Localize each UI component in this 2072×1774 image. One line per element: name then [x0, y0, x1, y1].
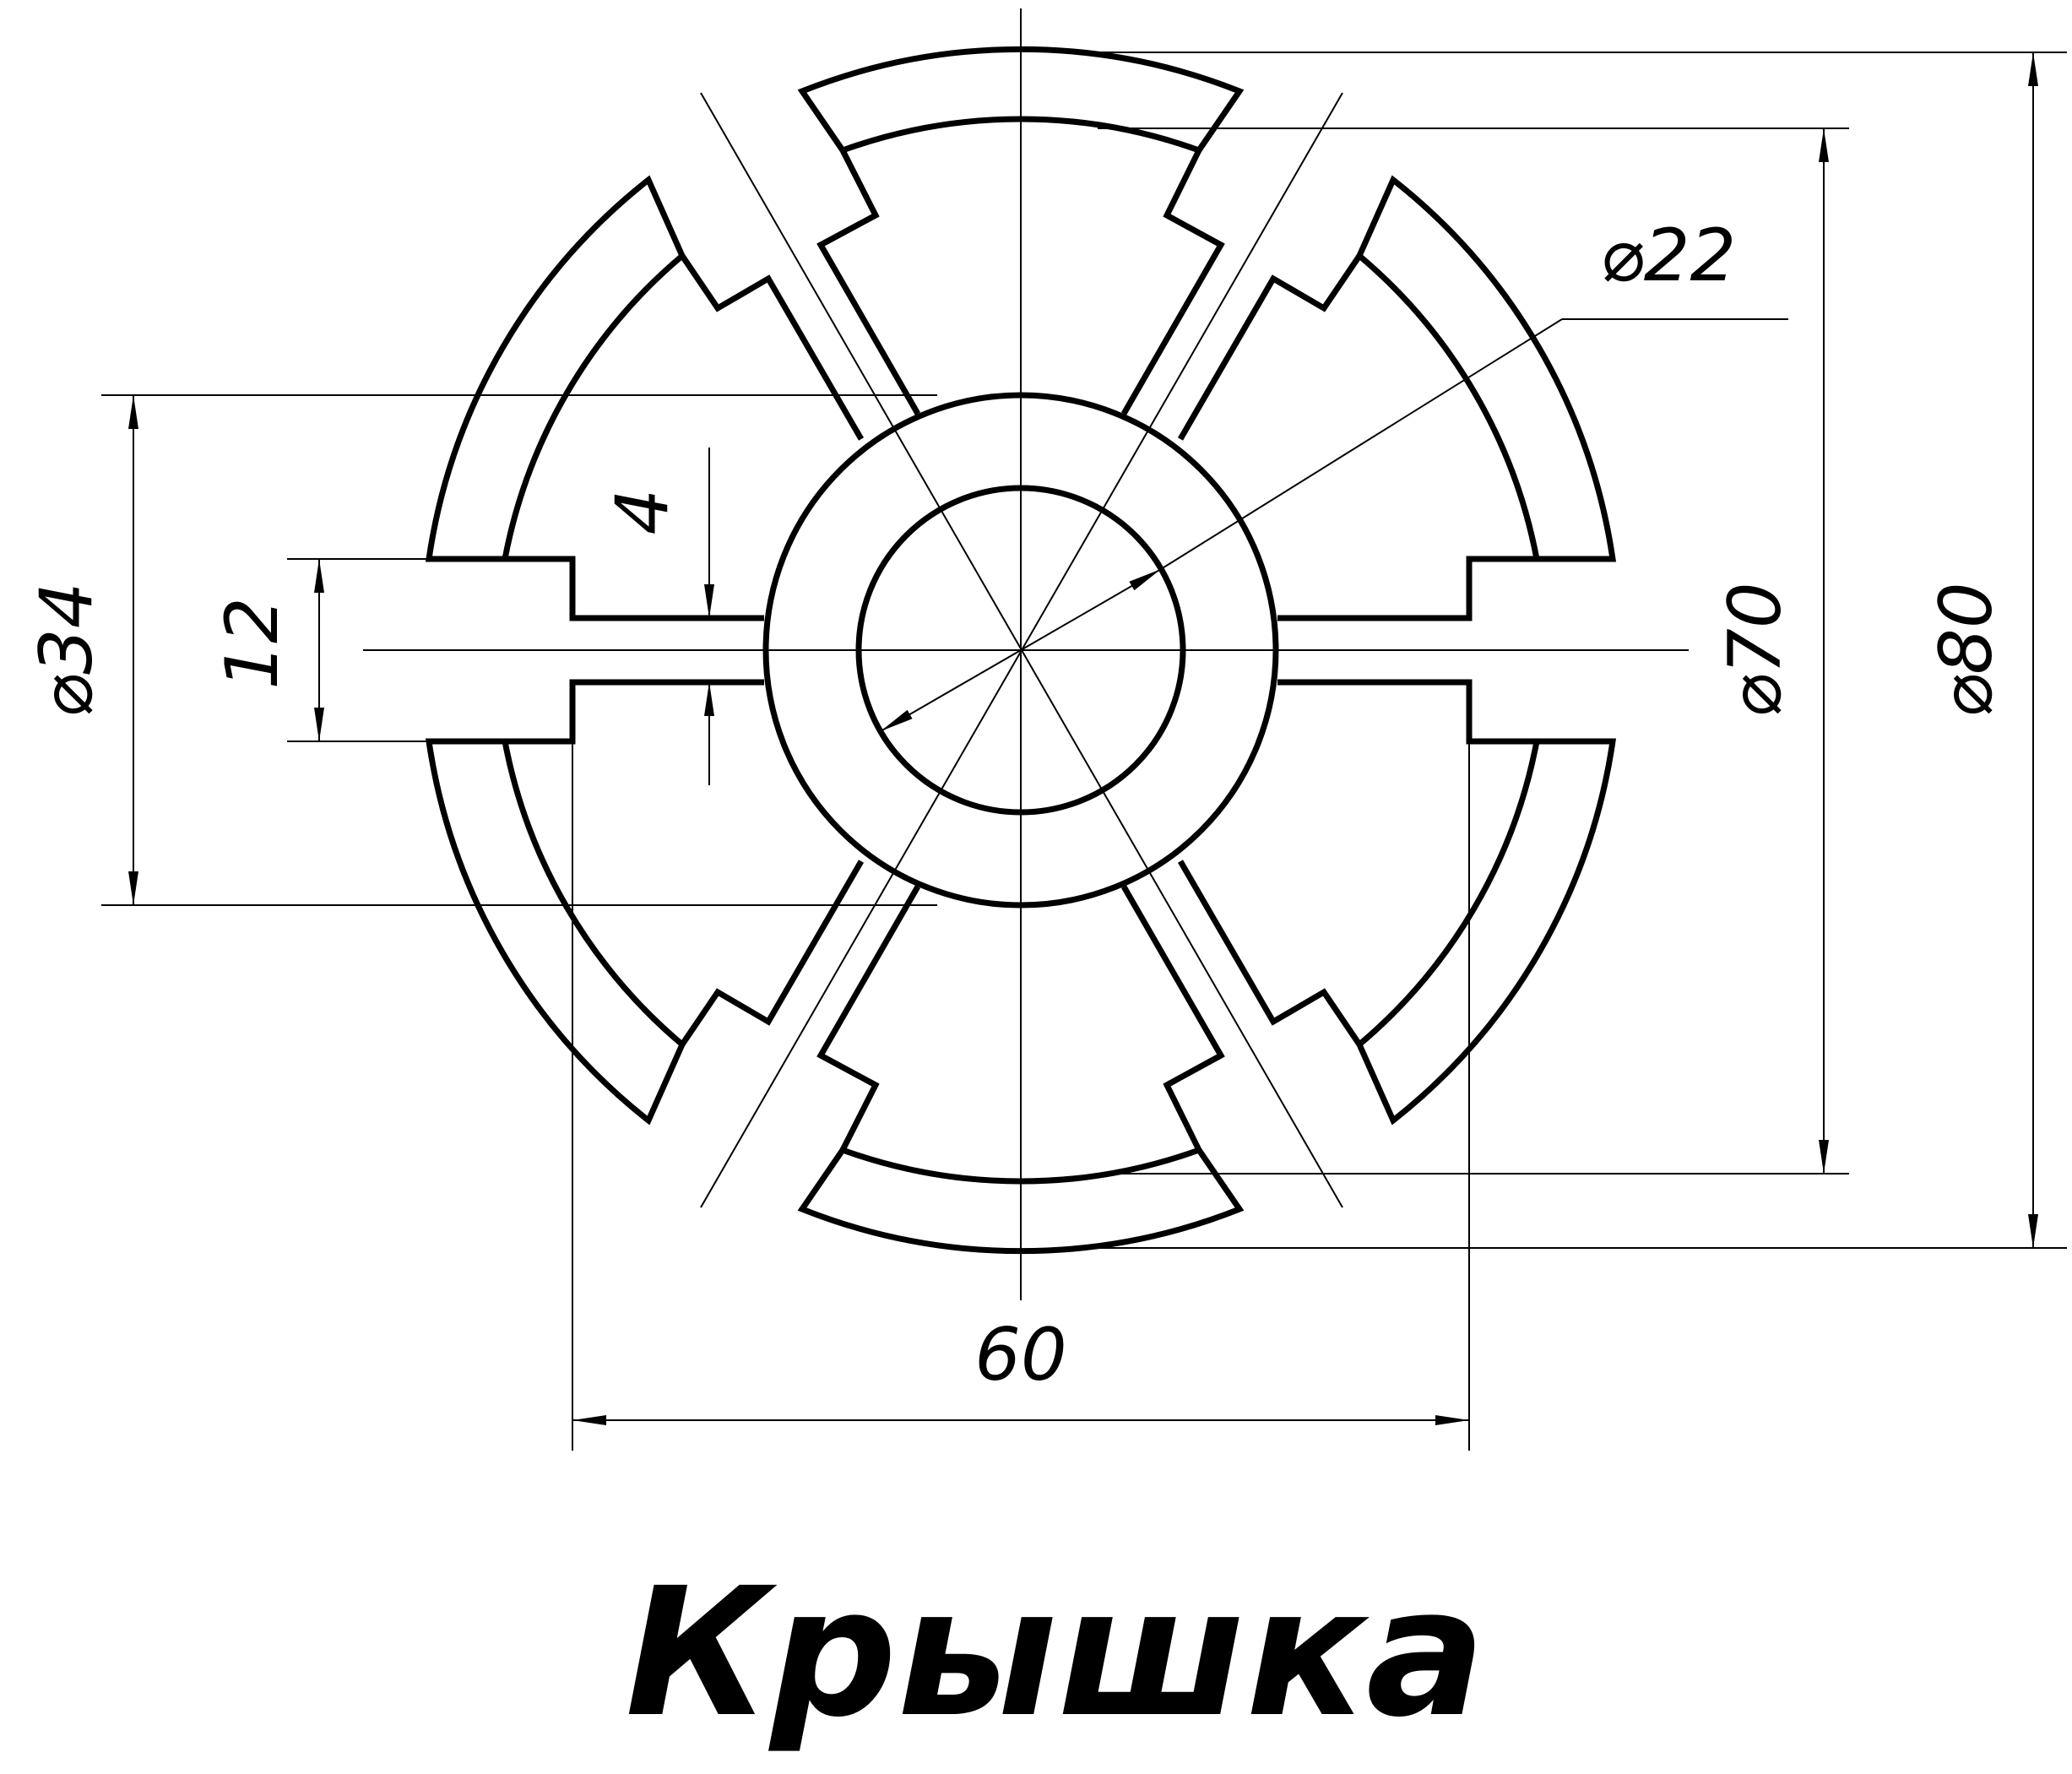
- sector-upper-right: [1355, 175, 1617, 562]
- drawing-title: Крышка: [625, 1549, 1485, 1756]
- sector-bottom: [797, 1146, 1245, 1255]
- spoke-upper-left-edge-b: [505, 556, 764, 621]
- dim-label-12: 12: [210, 597, 295, 689]
- leader-line-d22: [1160, 318, 1563, 570]
- dimension-lines: [101, 52, 2067, 1451]
- outer-ring-circle-d34: [762, 392, 1279, 909]
- dim-label-d34: ⌀34: [24, 582, 109, 718]
- spoke-lower-right-edge-b: [1277, 679, 1537, 745]
- spoke-top-right-edge: [1120, 149, 1225, 415]
- part-outline: [425, 46, 1617, 1255]
- spoke-lower-right-edge-a: [1177, 860, 1362, 1046]
- bore-circle-d22: [855, 485, 1186, 816]
- sector-lower-left: [425, 738, 686, 1126]
- spoke-upper-right-edge-a: [1177, 254, 1362, 441]
- dim-label-d22: ⌀22: [1600, 214, 1736, 298]
- spoke-bottom-right-edge: [1120, 885, 1225, 1152]
- spoke-upper-right-edge-b: [1277, 556, 1537, 621]
- dim-label-60: 60: [974, 1313, 1066, 1397]
- spoke-lower-left-edge-a: [680, 860, 865, 1046]
- sector-upper-left: [425, 175, 686, 562]
- spoke-bottom-left-edge: [816, 885, 921, 1152]
- dim-label-d80: ⌀80: [1924, 582, 2009, 718]
- spoke-lower-left-edge-b: [505, 679, 764, 745]
- dim-label-4: 4: [600, 489, 685, 535]
- center-lines: [363, 8, 1689, 1300]
- dim-label-d70: ⌀70: [1713, 582, 1798, 718]
- spoke-top-left-edge: [816, 149, 921, 415]
- sector-top: [797, 46, 1245, 155]
- dim-line-d22-diagonal: [880, 568, 1162, 732]
- sector-lower-right: [1355, 738, 1617, 1126]
- spoke-upper-left-edge-a: [680, 254, 865, 441]
- dimension-labels: ⌀22 ⌀80 ⌀70 ⌀34 12 4 60: [24, 214, 2009, 1397]
